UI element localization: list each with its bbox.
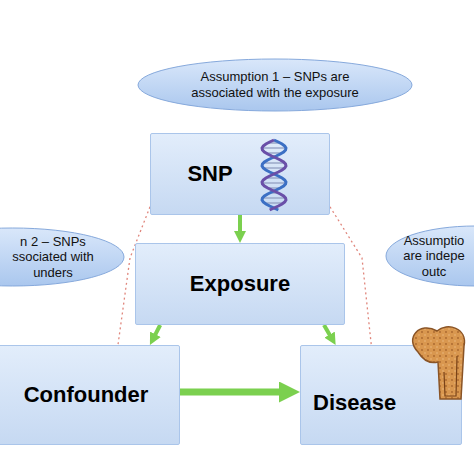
ellipse-shape — [138, 59, 412, 111]
ellipse-shape — [386, 226, 474, 286]
assumption-ellipse: Assumptio are indepe outc — [385, 225, 474, 287]
dna-icon — [262, 140, 286, 210]
process-box: Exposure — [135, 243, 345, 325]
arrow-connector — [180, 389, 281, 396]
dna-strand — [262, 140, 286, 210]
process-box: SNP — [150, 133, 330, 215]
assumption-ellipse: Assumption 1 – SNPs are associated with … — [137, 58, 413, 112]
bone-shaft-line — [444, 356, 457, 396]
node-label: Assumption 1 – SNPs are associated with … — [175, 69, 375, 100]
dna-rung — [262, 197, 285, 199]
dna-rung — [262, 182, 286, 184]
node-label: SNP — [187, 161, 232, 187]
node-label: Assumptio are indepe outc — [399, 233, 469, 280]
node-label: n 2 – SNPs ssociated with unders — [3, 234, 103, 281]
process-box: Confounder — [0, 345, 180, 445]
bone-icon — [413, 327, 465, 399]
dna-rung — [263, 167, 284, 169]
arrow-connector — [324, 325, 330, 336]
node-label: Exposure — [190, 271, 290, 297]
bone-outline — [413, 327, 465, 399]
node-label: Disease — [313, 390, 396, 416]
arrow-connector — [155, 325, 160, 335]
dna-rung — [262, 147, 286, 149]
node-label: Confounder — [24, 382, 149, 408]
ellipse-shape — [0, 228, 124, 286]
dna-strand — [262, 140, 286, 210]
assumption-ellipse: n 2 – SNPs ssociated with unders — [0, 227, 125, 287]
arrow-connector — [238, 215, 242, 232]
